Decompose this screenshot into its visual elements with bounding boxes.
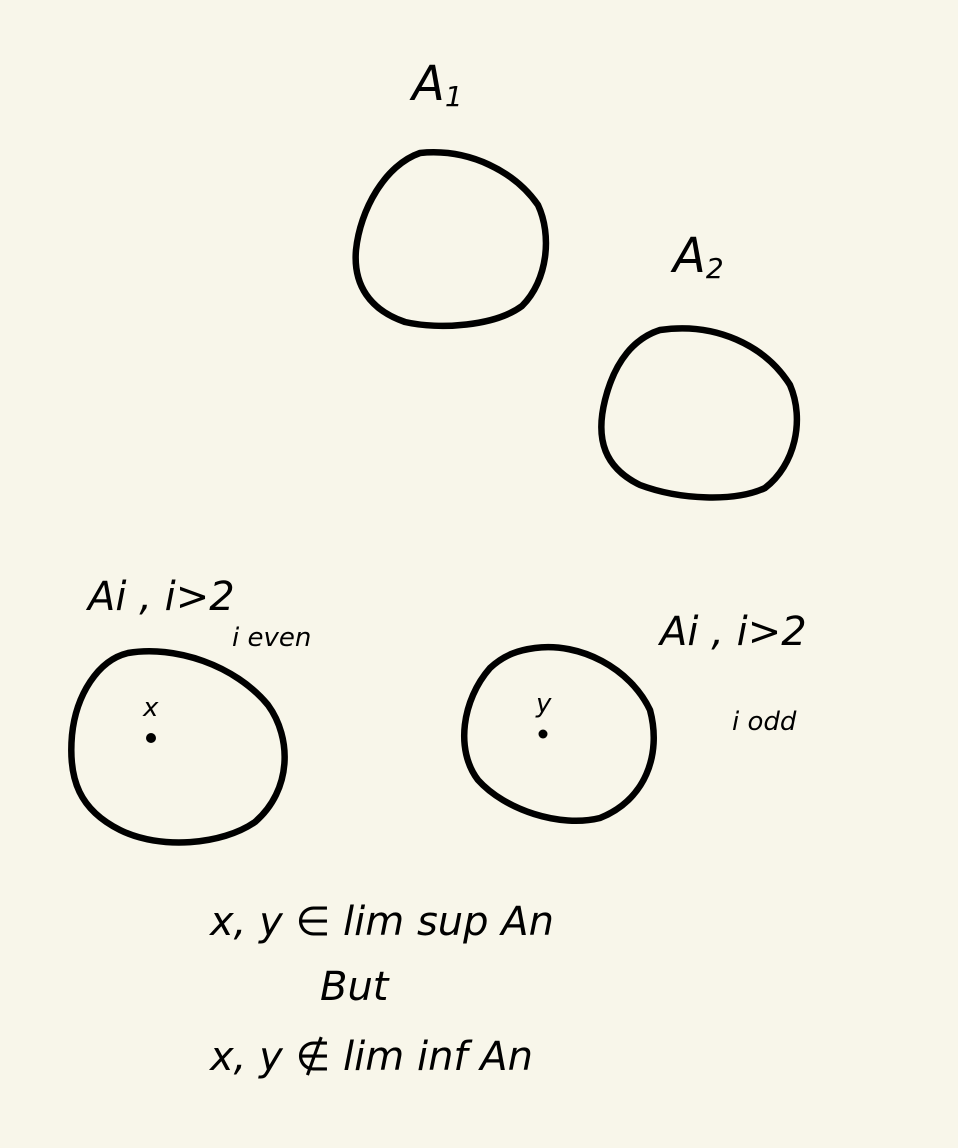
point-y-label: y	[535, 689, 552, 719]
set-a1-circle	[352, 149, 550, 330]
set-even-label-line2: i even	[232, 623, 311, 653]
set-odd-label-line1: Ai , i>2	[657, 609, 807, 655]
set-a2-circle	[598, 325, 801, 501]
statement-liminf: x, y ∉ lim inf An	[208, 1034, 533, 1080]
set-a2-label: A2	[670, 228, 724, 285]
point-x-dot	[146, 733, 156, 743]
set-odd-label-line2: i odd	[732, 707, 797, 737]
set-odd-circle	[460, 643, 657, 824]
statement-but: But	[320, 964, 390, 1010]
point-y-dot	[538, 729, 548, 739]
set-even-circle	[68, 648, 288, 846]
set-a1-label: A1	[409, 56, 463, 113]
set-even-label-line1: Ai , i>2	[85, 574, 235, 620]
point-x-label: x	[142, 693, 159, 723]
statement-limsup: x, y ∈ lim sup An	[208, 899, 554, 945]
